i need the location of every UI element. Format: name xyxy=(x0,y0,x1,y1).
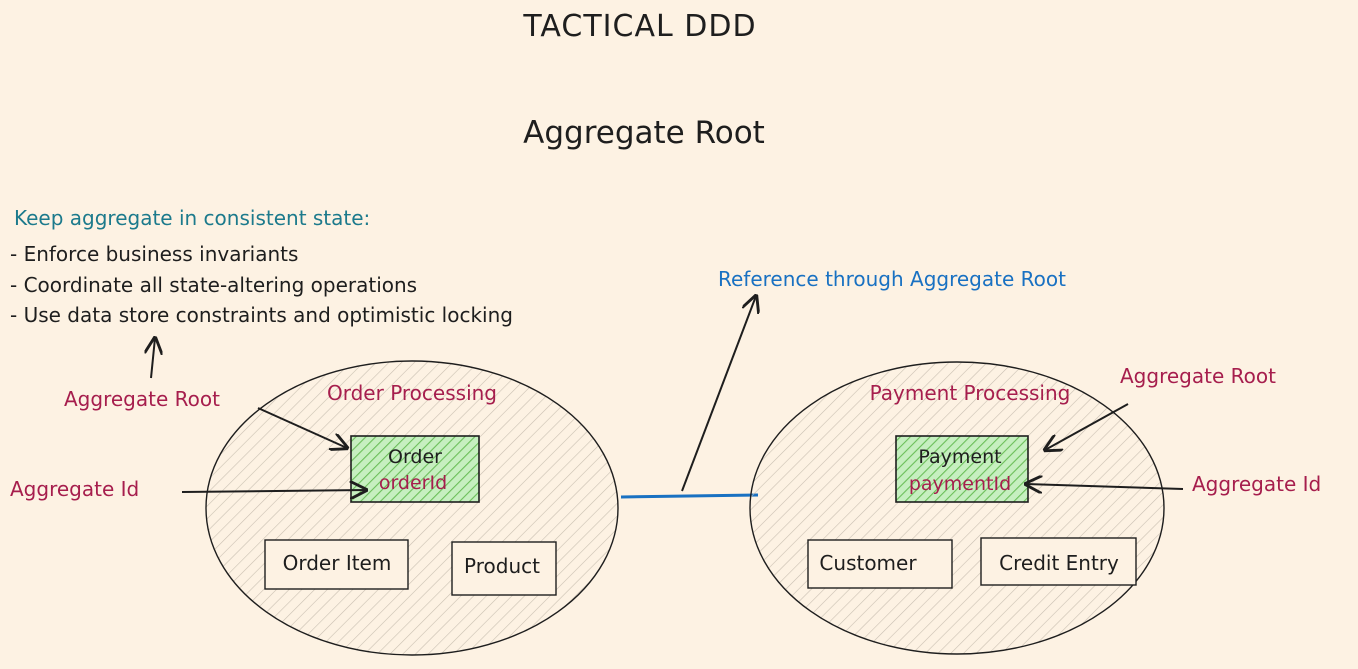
order-processing-context xyxy=(205,360,619,656)
order-processing-label: Order Processing xyxy=(327,381,497,405)
credit-entry-box xyxy=(980,537,1137,586)
left-root-arrow xyxy=(257,407,347,448)
order-id-label: orderId xyxy=(379,472,447,494)
order-entity-label: Order xyxy=(388,446,442,468)
left-id-arrow xyxy=(181,490,366,492)
page-title: TACTICAL DDD xyxy=(522,9,756,44)
right-id-arrow xyxy=(1026,484,1184,489)
payment-id-label: paymentId xyxy=(909,473,1011,495)
context-link-line xyxy=(620,493,759,499)
bullet-invariants: - Enforce business invariants xyxy=(10,242,298,266)
product-box xyxy=(451,541,557,596)
arrow-to-notes xyxy=(151,338,155,379)
payment-processing-context xyxy=(749,361,1165,655)
order-item-label: Order Item xyxy=(283,551,392,575)
customer-label: Customer xyxy=(819,551,917,575)
payment-entity-label: Payment xyxy=(918,446,1001,468)
product-label: Product xyxy=(464,554,540,578)
payment-root-box xyxy=(895,435,1029,503)
bullet-constraints: - Use data store constraints and optimis… xyxy=(10,303,513,327)
payment-processing-label: Payment Processing xyxy=(870,381,1071,405)
bullet-coordinate: - Coordinate all state-altering operatio… xyxy=(10,273,417,297)
diagram-subtitle: Aggregate Root xyxy=(523,115,765,151)
reference-arrow xyxy=(681,296,756,492)
right-root-arrow xyxy=(1045,403,1129,450)
customer-box xyxy=(807,539,953,589)
order-item-box xyxy=(264,539,409,590)
credit-entry-label: Credit Entry xyxy=(999,551,1119,575)
order-root-box xyxy=(350,435,480,503)
reference-label: Reference through Aggregate Root xyxy=(718,267,1066,291)
left-aggregate-id-label: Aggregate Id xyxy=(10,477,139,501)
right-aggregate-id-label: Aggregate Id xyxy=(1192,472,1321,496)
consistency-heading: Keep aggregate in consistent state: xyxy=(14,206,370,230)
right-aggregate-root-label: Aggregate Root xyxy=(1120,364,1276,388)
left-aggregate-root-label: Aggregate Root xyxy=(64,387,220,411)
